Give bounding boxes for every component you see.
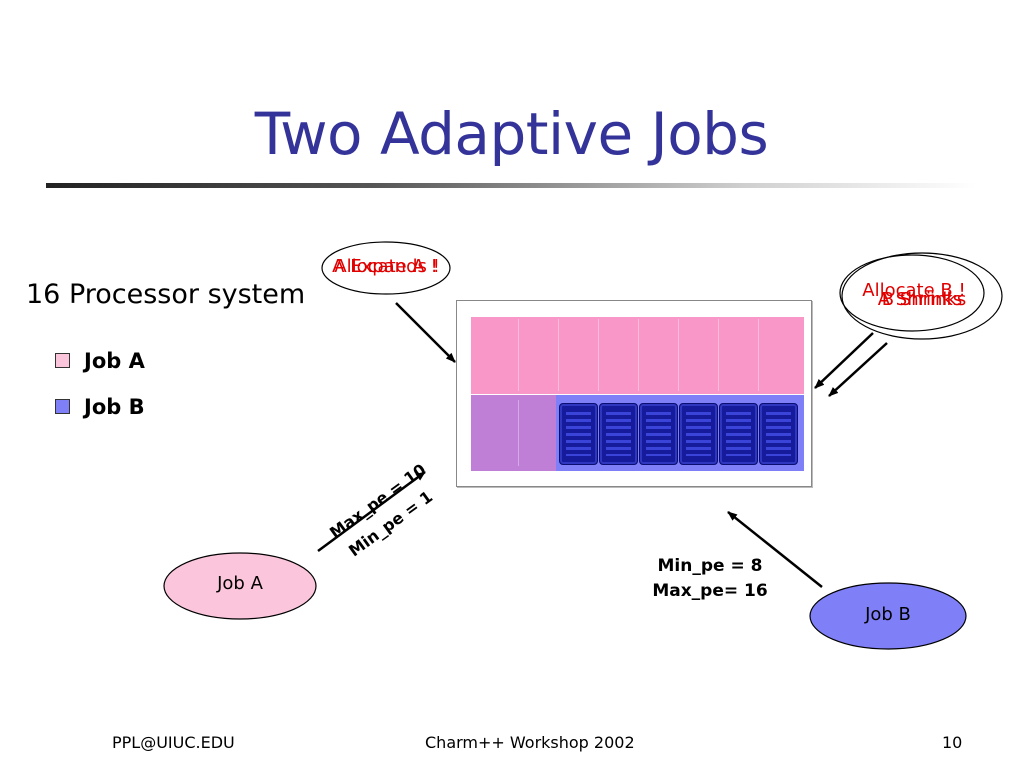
callout-left-text-1: Allocate A ! <box>334 256 438 277</box>
callout-right-text-3: B Shrinks <box>881 289 967 310</box>
arrow-allocate-b-2 <box>828 342 888 397</box>
processor-divider <box>758 319 759 391</box>
callout-right-text-1: Allocate B ! <box>862 280 966 301</box>
footer-left: PPL@UIUC.EDU <box>112 733 235 752</box>
title-underline <box>46 183 976 188</box>
overlap-processor-block <box>471 395 556 471</box>
processor-server-icon <box>679 403 718 465</box>
processor-divider <box>638 319 639 391</box>
processor-server-icon <box>559 403 598 465</box>
processor-divider <box>518 319 519 391</box>
processor-server-icon <box>719 403 758 465</box>
callout-right-text-2: A Shrinks <box>877 289 963 310</box>
processor-divider <box>678 319 679 391</box>
job-b-ellipse <box>809 582 967 650</box>
slide-number: 10 <box>942 733 963 752</box>
job-a-ellipse <box>163 552 317 620</box>
processor-divider <box>598 319 599 391</box>
arrow-job-b <box>727 511 823 588</box>
job-b-label: Job B <box>865 604 911 625</box>
job-b-max-pe: Max_pe= 16 <box>652 581 768 601</box>
processor-divider <box>518 400 519 466</box>
arrow-job-a <box>317 470 426 553</box>
callout-left-text-2: A Expands ! <box>332 256 440 277</box>
arrow-allocate-b-1 <box>814 332 874 389</box>
job-a-label: Job A <box>217 573 263 594</box>
footer-center: Charm++ Workshop 2002 <box>425 733 635 752</box>
job-a-processor-band <box>471 317 804 394</box>
legend-label-job-a: Job A <box>84 349 145 373</box>
callout-right-ellipse-outer <box>841 252 1003 340</box>
processor-divider <box>558 319 559 391</box>
processor-divider <box>718 319 719 391</box>
system-label: 16 Processor system <box>26 279 306 310</box>
processor-server-icon <box>599 403 638 465</box>
slide-title: Two Adaptive Jobs <box>254 100 769 168</box>
arrow-allocate-a <box>395 302 456 363</box>
callout-right-ellipse <box>839 254 985 332</box>
job-b-min-pe: Min_pe = 8 <box>657 556 763 576</box>
legend-item-job-a: Job A <box>55 349 145 373</box>
callout-left-ellipse <box>321 241 451 295</box>
legend-swatch-job-b <box>55 398 70 414</box>
processor-server-icon <box>639 403 678 465</box>
processor-server-icon <box>759 403 798 465</box>
legend-item-job-b: Job B <box>55 395 145 419</box>
legend-swatch-job-a <box>55 352 70 368</box>
legend-label-job-b: Job B <box>84 395 145 419</box>
